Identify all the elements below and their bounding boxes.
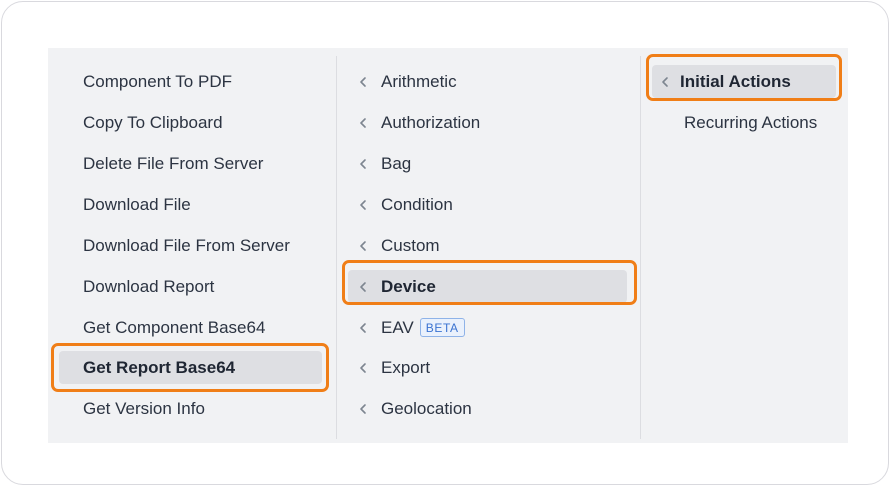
- chevron-left-icon: [659, 75, 671, 89]
- menu-item-label: Geolocation: [381, 398, 472, 418]
- menu-item-export[interactable]: Export: [348, 351, 627, 384]
- menu-item-label: Device: [381, 276, 436, 296]
- menu-item-component-to-pdf[interactable]: Component To PDF: [59, 65, 322, 98]
- menu-column-actions: Component To PDF Copy To Clipboard Delet…: [48, 48, 336, 443]
- menu-item-label: Download File From Server: [83, 235, 290, 255]
- menu-item-get-version-info[interactable]: Get Version Info: [59, 392, 322, 425]
- menu-item-condition[interactable]: Condition: [348, 188, 627, 221]
- menu-item-label: Delete File From Server: [83, 153, 264, 173]
- chevron-left-icon: [357, 239, 369, 253]
- menu-item-label: Bag: [381, 153, 412, 173]
- menu-item-label: Component To PDF: [83, 71, 232, 91]
- chevron-left-icon: [357, 402, 369, 416]
- menu-item-label: Arithmetic: [381, 71, 457, 91]
- menu-item-label: Download Report: [83, 276, 215, 296]
- menu-item-label: Condition: [381, 194, 453, 214]
- menu-item-label: Authorization: [381, 112, 481, 132]
- menu-item-get-report-base64[interactable]: Get Report Base64: [59, 351, 322, 384]
- menu-item-recurring-actions[interactable]: Recurring Actions: [652, 106, 836, 139]
- menu-column-categories: Arithmetic Authorization Bag Condition C…: [337, 48, 640, 443]
- cascading-menu: Component To PDF Copy To Clipboard Delet…: [48, 48, 848, 443]
- menu-item-custom[interactable]: Custom: [348, 229, 627, 262]
- chevron-left-icon: [357, 116, 369, 130]
- menu-item-geolocation[interactable]: Geolocation: [348, 392, 627, 425]
- menu-item-delete-file-from-server[interactable]: Delete File From Server: [59, 147, 322, 180]
- column-divider: [640, 56, 641, 439]
- menu-item-copy-to-clipboard[interactable]: Copy To Clipboard: [59, 106, 322, 139]
- menu-item-label: Get Report Base64: [83, 357, 236, 377]
- menu-item-download-file[interactable]: Download File: [59, 188, 322, 221]
- chevron-left-icon: [357, 157, 369, 171]
- menu-column-device-actions: Initial Actions Recurring Actions: [641, 48, 848, 443]
- chevron-left-icon: [357, 361, 369, 375]
- menu-item-label: EAV: [381, 317, 414, 337]
- menu-item-bag[interactable]: Bag: [348, 147, 627, 180]
- menu-item-arithmetic[interactable]: Arithmetic: [348, 65, 627, 98]
- menu-item-download-report[interactable]: Download Report: [59, 270, 322, 303]
- menu-item-get-component-base64[interactable]: Get Component Base64: [59, 311, 322, 344]
- menu-item-eav[interactable]: EAV BETA: [348, 311, 627, 344]
- menu-item-download-file-from-server[interactable]: Download File From Server: [59, 229, 322, 262]
- menu-item-label: Recurring Actions: [684, 112, 818, 132]
- menu-item-label: Get Version Info: [83, 398, 205, 418]
- menu-item-label: Initial Actions: [680, 71, 791, 91]
- menu-item-device[interactable]: Device: [348, 270, 627, 303]
- beta-badge: BETA: [419, 318, 465, 337]
- menu-item-label: Download File: [83, 194, 191, 214]
- menu-item-label: Custom: [381, 235, 440, 255]
- menu-item-authorization[interactable]: Authorization: [348, 106, 627, 139]
- chevron-left-icon: [357, 198, 369, 212]
- menu-item-label: Get Component Base64: [83, 317, 266, 337]
- menu-item-label: Copy To Clipboard: [83, 112, 223, 132]
- chevron-left-icon: [357, 280, 369, 294]
- chevron-left-icon: [357, 75, 369, 89]
- chevron-left-icon: [357, 321, 369, 335]
- menu-item-initial-actions[interactable]: Initial Actions: [652, 65, 836, 98]
- column-divider: [336, 56, 337, 439]
- menu-item-label: Export: [381, 357, 431, 377]
